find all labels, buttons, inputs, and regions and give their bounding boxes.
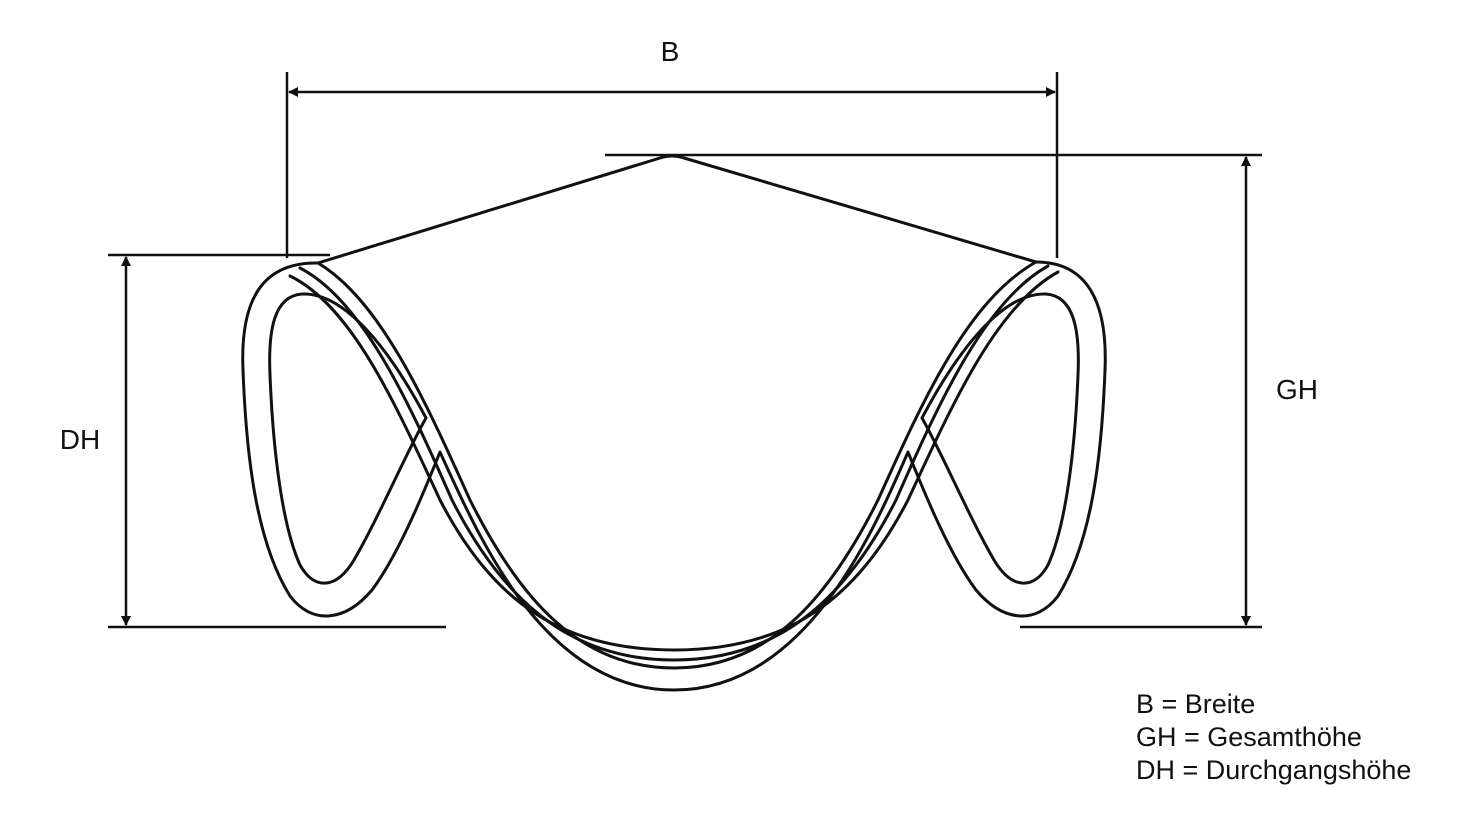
dimension-width bbox=[285, 72, 1059, 258]
legend-item-total-height: GH = Gesamthöhe bbox=[1136, 722, 1362, 752]
total-height-label: GH bbox=[1276, 374, 1318, 405]
left-loop-inner bbox=[268, 292, 428, 585]
roof-left-edge bbox=[316, 154, 1038, 265]
dimension-total-height bbox=[605, 153, 1262, 629]
band-line-1 bbox=[316, 260, 1038, 670]
legend-item-width: B = Breite bbox=[1136, 689, 1256, 719]
band-line-2 bbox=[298, 264, 1050, 662]
profile-outer-contour bbox=[241, 260, 1107, 692]
dimension-passage-height bbox=[108, 253, 446, 629]
right-loop-inner bbox=[920, 292, 1080, 585]
profile-shape bbox=[241, 154, 1107, 692]
legend: B = Breite GH = Gesamthöhe DH = Durchgan… bbox=[1136, 688, 1411, 787]
width-label: B bbox=[661, 36, 680, 67]
passage-height-label: DH bbox=[60, 424, 100, 455]
band-line-3 bbox=[288, 270, 1060, 652]
legend-item-passage-height: DH = Durchgangshöhe bbox=[1136, 755, 1412, 785]
